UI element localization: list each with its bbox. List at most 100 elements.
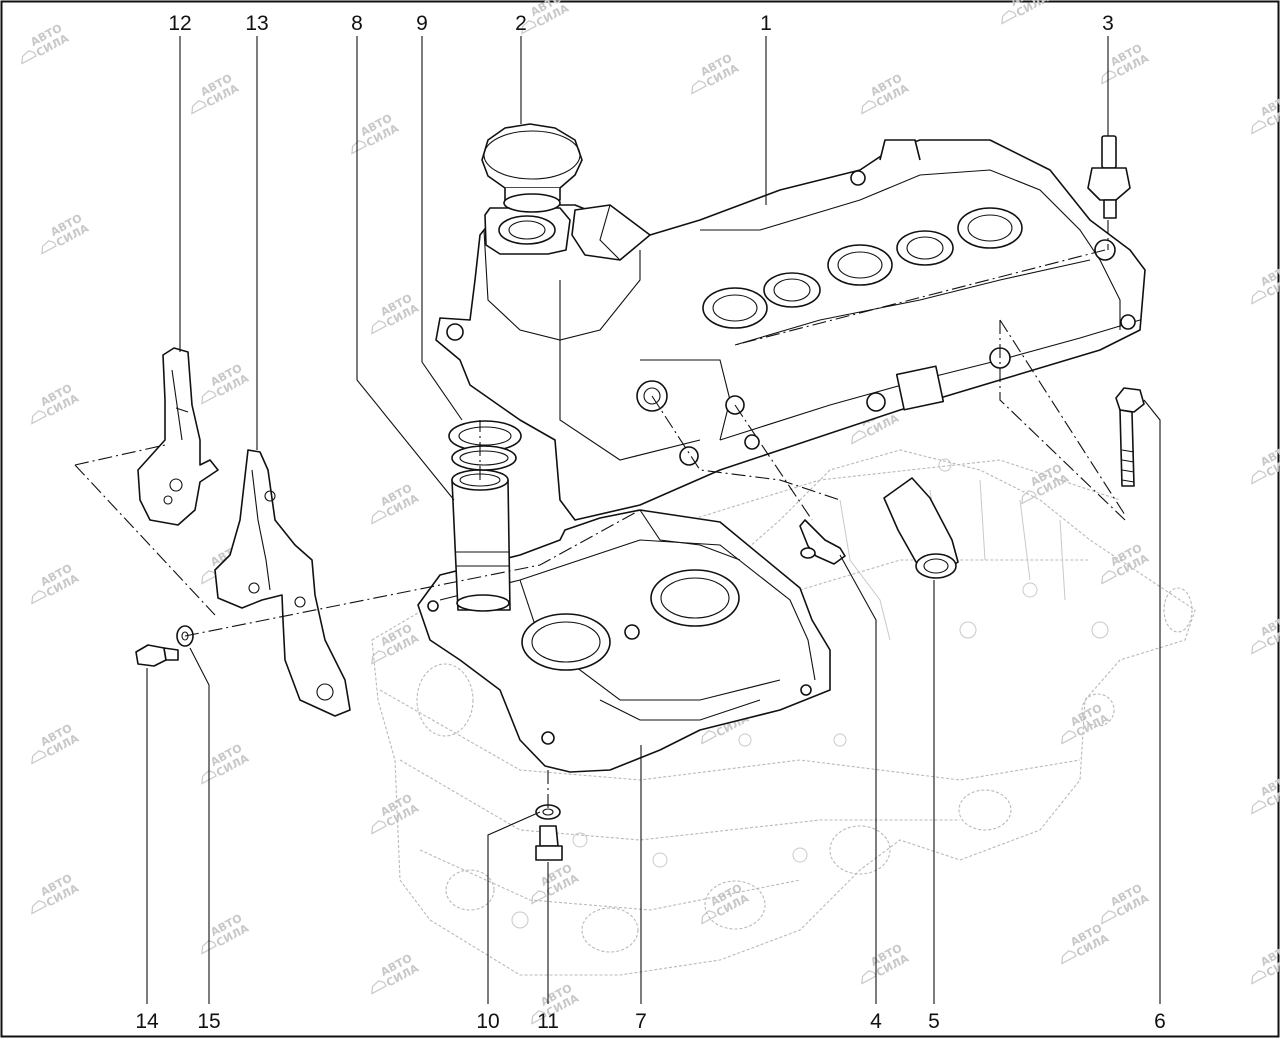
callout-9: 9 (416, 12, 428, 35)
washer-part-10 (535, 804, 561, 820)
valve-cover-part (435, 139, 1146, 521)
stud-part-3 (1087, 135, 1131, 219)
engine-block-ghost (371, 449, 1196, 976)
watermark-car-icon (861, 970, 877, 985)
watermark-car-icon (1101, 910, 1117, 925)
callout-2: 2 (515, 12, 527, 35)
callout-3: 3 (1102, 12, 1114, 35)
watermark-car-icon (371, 820, 387, 835)
watermark-car-icon (191, 100, 207, 115)
oil-filler-cap-part (481, 123, 583, 213)
watermark-car-icon (521, 20, 537, 35)
watermark-car-icon (201, 570, 217, 585)
watermark-car-icon (41, 240, 57, 255)
callout-7: 7 (635, 1010, 647, 1033)
watermark-car-icon (351, 140, 367, 155)
watermark-car-icon (701, 730, 717, 745)
callout-11: 11 (537, 1010, 559, 1033)
watermark-car-icon (861, 100, 877, 115)
watermark-car-icon (1101, 570, 1117, 585)
watermark-car-icon (31, 900, 47, 915)
watermark-car-icon (851, 430, 867, 445)
callout-12: 12 (168, 12, 191, 35)
callout-4: 4 (870, 1010, 882, 1033)
watermark-car-icon (1251, 640, 1267, 655)
watermark-car-icon (31, 590, 47, 605)
watermark-car-icon (531, 1010, 547, 1025)
watermark-car-icon (201, 390, 217, 405)
watermark-car-icon (531, 890, 547, 905)
bracket-part-12 (137, 347, 219, 526)
watermark-car-icon (691, 80, 707, 95)
watermark-car-icon (1251, 800, 1267, 815)
watermark-car-icon (371, 980, 387, 995)
watermark-car-icon (1061, 950, 1077, 965)
bracket-part-13 (214, 449, 351, 717)
watermark-car-icon (371, 650, 387, 665)
watermark-car-icon (21, 50, 37, 65)
callout-13: 13 (245, 12, 268, 35)
watermark-car-icon (31, 750, 47, 765)
seal-ring-part-9 (448, 420, 522, 471)
callout-10: 10 (476, 1010, 499, 1033)
alignment-lines (74, 220, 1126, 808)
long-bolt-part-6 (1115, 387, 1145, 487)
watermark-car-icon (1251, 290, 1267, 305)
callout-14: 14 (135, 1010, 159, 1033)
callout-6: 6 (1154, 1010, 1166, 1033)
callout-1: 1 (760, 12, 772, 35)
watermark-car-icon (1251, 970, 1267, 985)
watermark-car-icon (1001, 10, 1017, 25)
callout-15: 15 (197, 1010, 220, 1033)
callout-8: 8 (351, 12, 363, 35)
watermark-car-icon (1061, 730, 1077, 745)
watermark-car-icon (371, 510, 387, 525)
watermark-car-icon (1251, 120, 1267, 135)
breather-hose-part-5 (883, 477, 959, 579)
callout-5: 5 (928, 1010, 940, 1033)
hose-small-part-4 (799, 519, 846, 565)
watermark-car-icon (701, 910, 717, 925)
tube-part-8 (451, 469, 511, 612)
watermark-car-icon (1021, 490, 1037, 505)
baffle-plate-part-7 (417, 509, 831, 773)
callout-labels: 12 13 8 9 2 1 3 14 15 10 11 7 4 5 6 (135, 12, 1166, 1033)
watermark-car-icon (201, 770, 217, 785)
watermark-car-icon (371, 320, 387, 335)
watermark-car-icon (1101, 70, 1117, 85)
watermark-car-icon (1251, 470, 1267, 485)
